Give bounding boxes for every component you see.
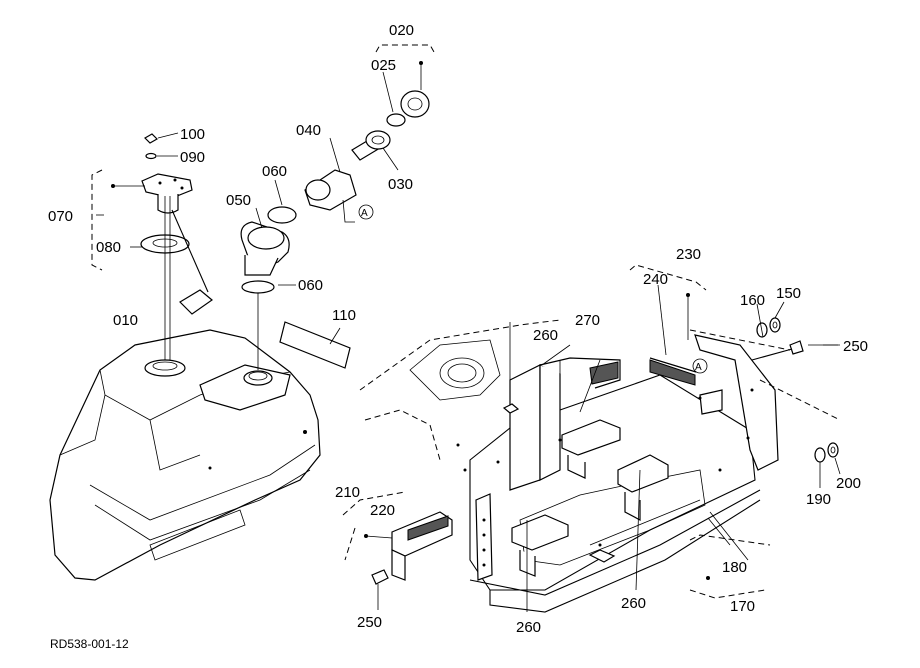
filler-assembly bbox=[240, 44, 435, 370]
label-250-lower: 250 bbox=[357, 614, 382, 631]
label-200: 200 bbox=[836, 475, 861, 492]
label-020: 020 bbox=[389, 22, 414, 39]
bracket-lower-left bbox=[342, 491, 493, 610]
label-leaders bbox=[96, 214, 840, 346]
label-plate bbox=[279, 321, 351, 369]
label-260-upper: 260 bbox=[533, 327, 558, 344]
label-080: 080 bbox=[96, 239, 121, 256]
label-270: 270 bbox=[575, 312, 600, 329]
label-060-upper: 060 bbox=[262, 163, 287, 180]
label-100: 100 bbox=[180, 126, 205, 143]
fuel-tank bbox=[49, 329, 321, 581]
fuel-sender-assembly bbox=[91, 132, 213, 360]
label-180: 180 bbox=[722, 559, 747, 576]
part-labels: 020 025 030 040 060 060 050 100 090 070 … bbox=[48, 22, 868, 651]
label-150: 150 bbox=[776, 285, 801, 302]
label-070: 070 bbox=[48, 208, 73, 225]
label-050: 050 bbox=[226, 192, 251, 209]
label-240: 240 bbox=[643, 271, 668, 288]
ref-marker-a-upper: A bbox=[361, 208, 368, 219]
label-220: 220 bbox=[370, 502, 395, 519]
label-040: 040 bbox=[296, 122, 321, 139]
label-060-lower: 060 bbox=[298, 277, 323, 294]
label-230: 230 bbox=[676, 246, 701, 263]
label-030: 030 bbox=[388, 176, 413, 193]
side-bracket bbox=[629, 264, 841, 471]
label-190: 190 bbox=[806, 491, 831, 508]
frame-deck bbox=[359, 319, 761, 613]
label-170: 170 bbox=[730, 598, 755, 615]
drawing-code: RD538-001-12 bbox=[50, 637, 129, 651]
label-010: 010 bbox=[113, 312, 138, 329]
label-250-right: 250 bbox=[843, 338, 868, 355]
label-160: 160 bbox=[740, 292, 765, 309]
label-210: 210 bbox=[335, 484, 360, 501]
label-090: 090 bbox=[180, 149, 205, 166]
ref-marker-a-lower: A bbox=[695, 362, 702, 373]
fasteners-right bbox=[751, 301, 841, 488]
label-260-middle: 260 bbox=[621, 595, 646, 612]
label-260-lower: 260 bbox=[516, 619, 541, 636]
label-025: 025 bbox=[371, 57, 396, 74]
bottom-plate bbox=[526, 344, 771, 612]
label-110: 110 bbox=[332, 307, 356, 324]
